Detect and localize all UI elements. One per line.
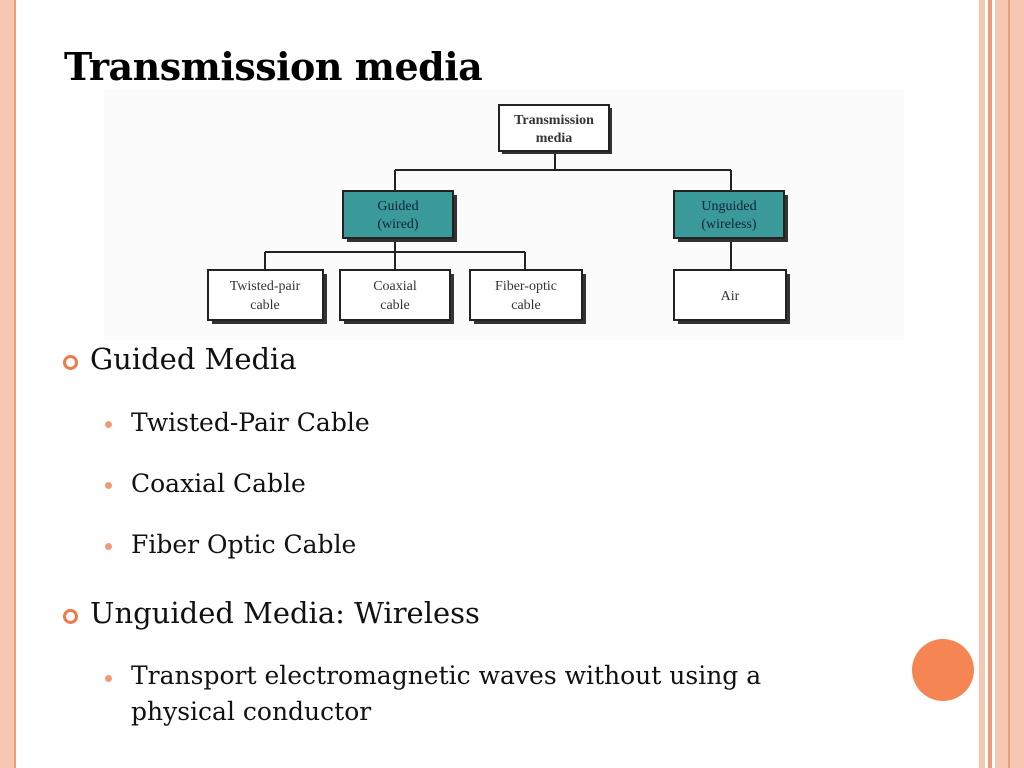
twisted-label-1: Twisted-pair xyxy=(230,279,301,294)
transmission-media-diagram: Transmission media Guided (wired) Unguid… xyxy=(104,90,904,340)
right-border-line xyxy=(1008,0,1010,768)
root-label-2: media xyxy=(536,131,573,146)
bullet-transport-line-1: Transport electromagnetic waves without … xyxy=(131,661,762,690)
bullet-dot-icon xyxy=(105,543,112,550)
diagram-node-coaxial: Coaxial cable xyxy=(339,269,454,324)
diagram-node-guided: Guided (wired) xyxy=(342,190,457,242)
guided-label-1: Guided xyxy=(377,199,418,214)
diagram-connectors xyxy=(264,154,732,270)
bullet-twisted-pair: Twisted-Pair Cable xyxy=(131,408,370,437)
left-border-band xyxy=(0,0,14,768)
diagram-svg: Transmission media Guided (wired) Unguid… xyxy=(207,104,790,324)
bullet-coaxial: Coaxial Cable xyxy=(131,469,306,498)
left-border-line xyxy=(14,0,16,768)
twisted-label-2: cable xyxy=(250,298,280,313)
root-label-1: Transmission xyxy=(514,113,594,128)
decorative-orange-circle xyxy=(912,639,974,701)
diagram-node-air: Air xyxy=(673,269,790,324)
bullet-transport-line-2: physical conductor xyxy=(131,697,372,726)
bullet-guided-media: Guided Media xyxy=(90,342,297,376)
bullet-circle-icon xyxy=(63,355,78,370)
coaxial-label-2: cable xyxy=(380,298,410,313)
diagram-node-unguided: Unguided (wireless) xyxy=(673,190,788,242)
diagram-node-root: Transmission media xyxy=(498,104,612,154)
bullet-dot-icon xyxy=(105,421,112,428)
diagram-node-twisted-pair: Twisted-pair cable xyxy=(207,269,327,324)
slide-title: Transmission media xyxy=(64,44,483,89)
unguided-label-1: Unguided xyxy=(701,199,756,214)
guided-label-2: (wired) xyxy=(377,217,419,232)
bullet-fiber-optic: Fiber Optic Cable xyxy=(131,530,357,559)
bullet-circle-icon xyxy=(63,609,78,624)
coaxial-label-1: Coaxial xyxy=(373,279,417,294)
unguided-label-2: (wireless) xyxy=(701,217,757,232)
bullet-unguided-media: Unguided Media: Wireless xyxy=(90,596,480,630)
fiber-label-1: Fiber-optic xyxy=(495,279,557,294)
diagram-node-fiber-optic: Fiber-optic cable xyxy=(469,269,586,324)
air-label: Air xyxy=(721,289,740,304)
right-border-band-2 xyxy=(988,0,992,768)
fiber-label-2: cable xyxy=(511,298,541,313)
bullet-dot-icon xyxy=(105,675,112,682)
bullet-dot-icon xyxy=(105,482,112,489)
right-border-band-1 xyxy=(979,0,985,768)
